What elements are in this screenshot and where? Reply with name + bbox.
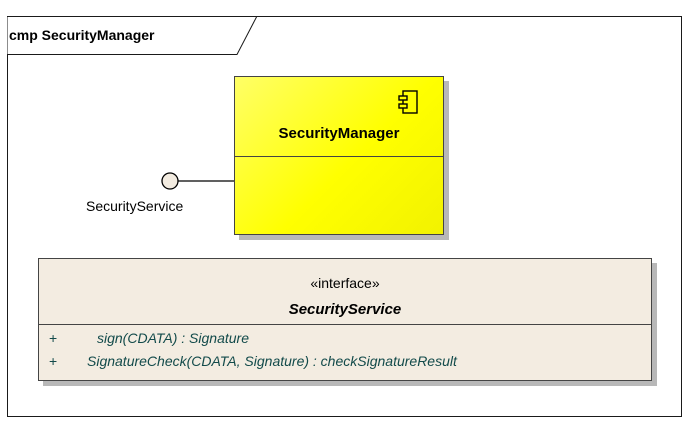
operation-row[interactable]: + SignatureCheck(CDATA, Signature) : che… [39, 353, 651, 371]
provided-interface-label: SecurityService [86, 198, 184, 214]
component-securitymanager[interactable]: SecurityManager [234, 76, 444, 235]
diagram-frame [7, 16, 682, 417]
frame-title: cmp SecurityManager [9, 27, 155, 43]
interface-class-name: SecurityService [288, 301, 402, 318]
component-divider [235, 156, 443, 157]
interface-divider [39, 324, 651, 325]
interface-class-box[interactable]: «interface» SecurityService + sign(CDATA… [38, 258, 652, 381]
frame-title-tab [7, 16, 257, 55]
operation-visibility: + [49, 353, 58, 369]
operation-signature: SignatureCheck(CDATA, Signature) : check… [87, 353, 457, 369]
operation-row[interactable]: + sign(CDATA) : Signature [39, 330, 651, 348]
component-name: SecurityManager [278, 125, 400, 142]
interface-stereotype: «interface» [310, 275, 380, 291]
operation-visibility: + [49, 330, 58, 346]
component-icon [398, 90, 418, 114]
operation-signature: sign(CDATA) : Signature [97, 330, 249, 346]
